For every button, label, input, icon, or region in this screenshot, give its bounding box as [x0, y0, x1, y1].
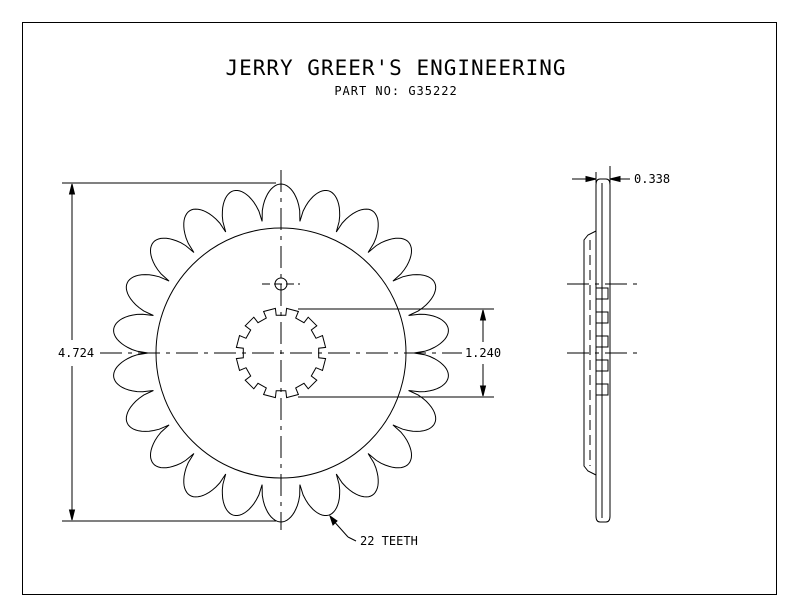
bore-diameter-label: 1.240	[465, 346, 501, 360]
splined-bore	[235, 307, 327, 399]
center-lines	[100, 170, 462, 530]
side-spline-slots	[595, 287, 609, 396]
side-view: 0.338	[567, 166, 670, 523]
outer-diameter-label: 4.724	[58, 346, 94, 360]
bore-dimension	[298, 308, 494, 398]
side-center-lines	[567, 283, 643, 354]
part-number: PART NO: G35222	[334, 84, 457, 98]
teeth-leader	[329, 514, 357, 542]
thickness-dimension	[572, 166, 630, 183]
side-profile	[595, 178, 611, 523]
sheet-border	[22, 22, 777, 595]
drawing-title: JERRY GREER'S ENGINEERING	[225, 56, 566, 80]
front-view: 4.724 1.240 22 TEETH	[58, 170, 501, 548]
thickness-label: 0.338	[634, 172, 670, 186]
outer-diameter-dimension	[62, 182, 276, 522]
teeth-label: 22 TEETH	[360, 534, 418, 548]
